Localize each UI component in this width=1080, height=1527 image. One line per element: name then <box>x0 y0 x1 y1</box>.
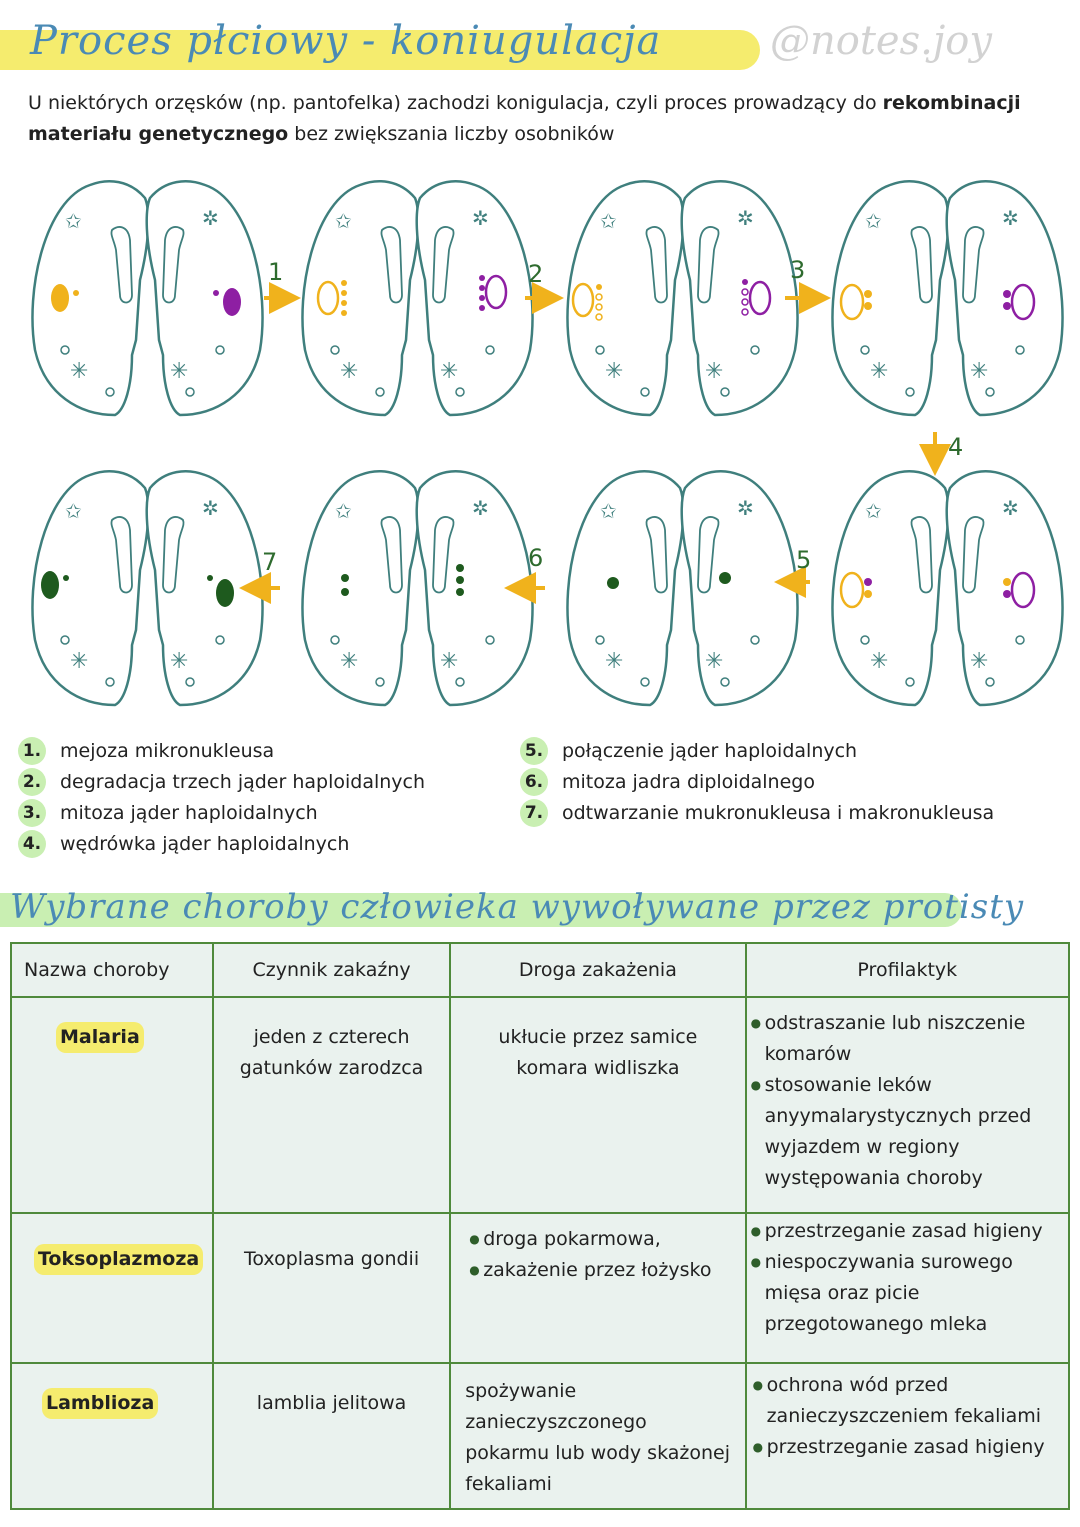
legend-number: 7. <box>520 799 548 827</box>
legend-number: 5. <box>520 737 548 765</box>
legend-number: 3. <box>18 799 46 827</box>
route-cell: droga pokarmowa,zakażenie przez łożysko <box>449 1212 747 1364</box>
legend-text: połączenie jąder haploidalnych <box>562 740 858 762</box>
route-item: droga pokarmowa, <box>469 1224 736 1255</box>
step-number-7: 7 <box>262 548 277 576</box>
step-number-6: 6 <box>528 544 543 572</box>
watermark: @notes.joy <box>770 18 992 64</box>
stage-3 <box>566 180 799 417</box>
intro-bold: rekombinacji materiału genetycznego <box>28 92 1021 145</box>
column-header: Nazwa choroby <box>10 942 214 998</box>
disease-name-cell: Toksoplazmoza <box>10 1212 214 1364</box>
legend-item: 2. degradacja trzech jąder haploidalnych <box>18 768 425 796</box>
step-number-2: 2 <box>528 260 543 288</box>
agent-cell: lamblia jelitowa <box>211 1362 452 1510</box>
stage-5 <box>831 470 1064 707</box>
legend-item: 1. mejoza mikronukleusa <box>18 737 274 765</box>
table-header-row: Nazwa choroby Czynnik zakaźny Droga zaka… <box>10 942 1071 998</box>
page-title: Proces płciowy - koniugulacja <box>30 18 662 64</box>
route-cell: ukłucie przez samice komara widliszka <box>449 996 747 1214</box>
prevention-cell: odstraszanie lub niszczenie komarówstoso… <box>744 996 1071 1214</box>
prevention-cell: ochrona wód przed zanieczyszczeniem feka… <box>744 1362 1071 1510</box>
agent-cell: jeden z czterech gatunków zarodzca <box>211 996 452 1214</box>
diseases-table: Nazwa choroby Czynnik zakaźny Droga zaka… <box>10 942 1071 1510</box>
step-number-3: 3 <box>790 256 805 284</box>
section-title: Wybrane choroby człowieka wywoływane prz… <box>10 887 1025 927</box>
agent-cell: Toxoplasma gondii <box>211 1212 452 1364</box>
legend-number: 1. <box>18 737 46 765</box>
legend-number: 6. <box>520 768 548 796</box>
step-number-1: 1 <box>268 258 283 286</box>
stage-8 <box>31 470 264 707</box>
section-highlight <box>0 893 962 927</box>
conjugation-diagram: ✩ ✲ ✳ ✳ <box>31 180 1064 707</box>
title-highlight <box>0 30 760 70</box>
stage-4 <box>831 180 1064 417</box>
intro-text-2: bez zwiększania liczby osobników <box>288 123 615 145</box>
stage-7 <box>301 470 534 707</box>
legend-number: 2. <box>18 768 46 796</box>
step-number-4: 4 <box>948 433 963 461</box>
prevention-item: przestrzeganie zasad higieny <box>751 1216 1060 1247</box>
disease-name: Malaria <box>56 1022 144 1053</box>
table-row: Toksoplazmoza Toxoplasma gondii droga po… <box>10 1212 1071 1364</box>
prevention-item: niespoczywania surowego mięsa oraz picie… <box>751 1247 1060 1340</box>
prevention-item: ochrona wód przed zanieczyszczeniem feka… <box>753 1370 1060 1432</box>
legend-number: 4. <box>18 830 46 858</box>
stage-1 <box>31 180 264 417</box>
legend-item: 7. odtwarzanie mukronukleusa i makronukle… <box>520 799 994 827</box>
legend-item: 4. wędrówka jąder haploidalnych <box>18 830 349 858</box>
prevention-item: przestrzeganie zasad higieny <box>753 1432 1060 1463</box>
stage-2 <box>301 180 534 417</box>
legend-text: mitoza jadra diploidalnego <box>562 771 815 793</box>
column-header: Droga zakażenia <box>449 942 747 998</box>
stage-6 <box>566 470 799 707</box>
legend-item: 6. mitoza jadra diploidalnego <box>520 768 815 796</box>
disease-name: Lamblioza <box>42 1388 159 1419</box>
route-item: zakażenie przez łożysko <box>469 1255 736 1286</box>
prevention-cell: przestrzeganie zasad higienyniespoczywan… <box>744 1212 1071 1364</box>
table-row: Malaria jeden z czterech gatunków zarodz… <box>10 996 1071 1214</box>
legend-text: degradacja trzech jąder haploidalnych <box>60 771 426 793</box>
legend-text: mitoza jąder haploidalnych <box>60 802 318 824</box>
disease-name: Toksoplazmoza <box>34 1244 204 1275</box>
legend-item: 5. połączenie jąder haploidalnych <box>520 737 857 765</box>
step-number-5: 5 <box>796 546 811 574</box>
disease-name-cell: Lamblioza <box>10 1362 214 1510</box>
legend-text: mejoza mikronukleusa <box>60 740 275 762</box>
prevention-item: stosowanie leków anyymalarystycznych prz… <box>751 1070 1060 1194</box>
legend-item: 3. mitoza jąder haploidalnych <box>18 799 318 827</box>
intro-text-1: U niektórych orzęsków (np. pantofelka) z… <box>28 92 883 114</box>
route-cell: spożywanie zanieczyszczonego pokarmu lub… <box>449 1362 747 1510</box>
intro-paragraph: U niektórych orzęsków (np. pantofelka) z… <box>28 88 1058 150</box>
disease-name-cell: Malaria <box>10 996 214 1214</box>
column-header: Profilaktyk <box>744 942 1071 998</box>
legend-text: wędrówka jąder haploidalnych <box>60 833 350 855</box>
legend-text: odtwarzanie mukronukleusa i makronukleus… <box>562 802 995 824</box>
table-row: Lamblioza lamblia jelitowa spożywanie za… <box>10 1362 1071 1510</box>
column-header: Czynnik zakaźny <box>211 942 452 998</box>
prevention-item: odstraszanie lub niszczenie komarów <box>751 1008 1060 1070</box>
